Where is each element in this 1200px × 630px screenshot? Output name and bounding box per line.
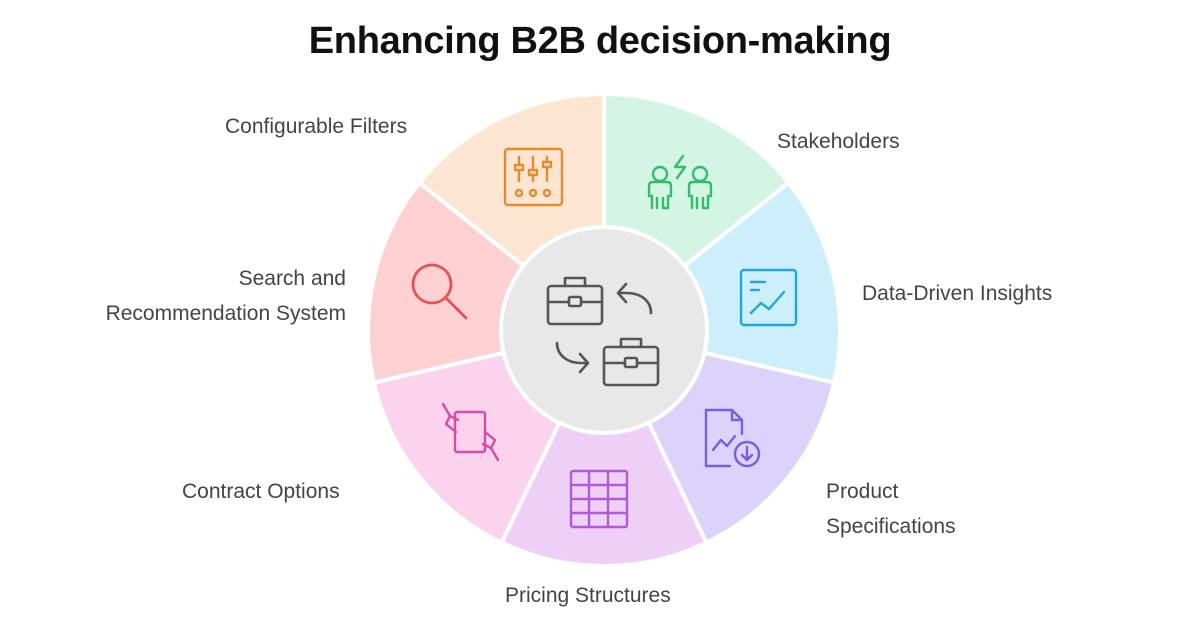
segment-pricing-structures xyxy=(498,325,710,568)
label-search-recommendation: Search and Recommendation System xyxy=(106,261,346,331)
label-data-driven-insights: Data-Driven Insights xyxy=(862,282,1053,305)
document-chart-download-icon xyxy=(704,408,761,468)
magnifier-icon xyxy=(411,263,468,320)
table-grid-icon xyxy=(569,469,629,529)
people-spark-icon xyxy=(647,154,713,210)
briefcase-exchange-icon xyxy=(546,276,660,387)
label-configurable-filters: Configurable Filters xyxy=(225,115,408,138)
center-circle xyxy=(499,225,709,435)
trend-chart-icon xyxy=(739,268,798,327)
label-pricing-structures: Pricing Structures xyxy=(505,584,671,607)
label-stakeholders: Stakeholders xyxy=(777,130,900,153)
label-search-recommendation-line2: Recommendation System xyxy=(105,302,346,325)
page-title: Enhancing B2B decision-making xyxy=(308,20,892,62)
label-product-specifications-line1: Product xyxy=(826,480,899,503)
label-product-specifications-line2: Specifications xyxy=(826,515,956,538)
hands-document-icon xyxy=(441,402,500,462)
label-product-specifications: Product Specifications xyxy=(826,474,956,544)
label-search-recommendation-line1: Search and xyxy=(238,267,346,290)
label-contract-options: Contract Options xyxy=(182,480,340,503)
sliders-icon xyxy=(503,147,564,207)
